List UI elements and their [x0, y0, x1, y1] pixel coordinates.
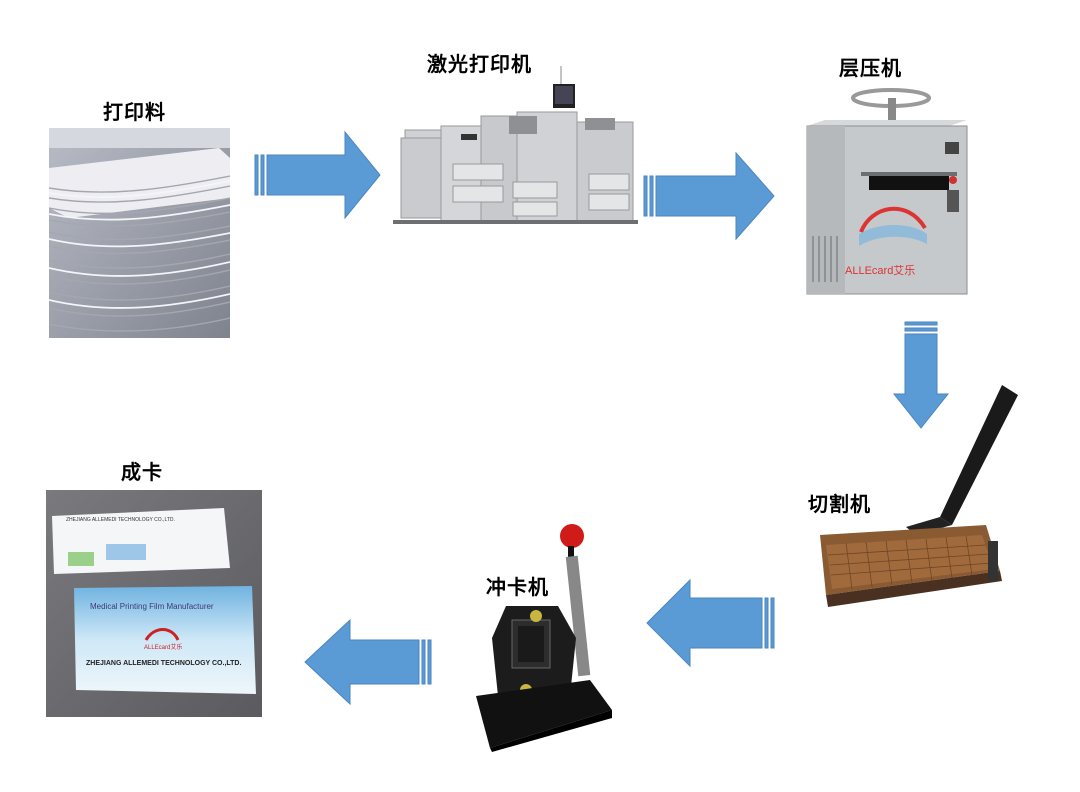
card-bottom-header-text: Medical Printing Film Manufacturer: [90, 602, 214, 611]
label-laser-printer: 激光打印机: [427, 52, 532, 76]
label-cutter: 切割机: [808, 492, 871, 516]
label-laminator: 层压机: [839, 56, 902, 80]
arrow-punch-to-card: [304, 618, 432, 706]
label-paper: 打印料: [103, 100, 166, 124]
label-card-punch: 冲卡机: [486, 575, 549, 599]
finished-card-image: ZHEJIANG ALLEMEDI TECHNOLOGY CO.,LTD. Me…: [46, 490, 262, 717]
laminator-image: ALLEcard艾乐: [799, 86, 969, 296]
paper-cutter-image: [806, 385, 1026, 640]
paper-stack-image: [49, 128, 230, 338]
card-bottom-brand-text: ALLEcard艾乐: [144, 645, 183, 651]
label-finished-card: 成卡: [121, 460, 163, 484]
laminator-brand-text: ALLEcard艾乐: [845, 265, 916, 277]
arrow-printer-to-laminator: [643, 151, 775, 241]
arrow-paper-to-printer: [254, 130, 381, 220]
laser-printer-image: [393, 64, 638, 226]
arrow-cutter-to-punch: [646, 578, 775, 668]
card-top-company-text: ZHEJIANG ALLEMEDI TECHNOLOGY CO.,LTD.: [66, 517, 175, 523]
card-bottom-company-text: ZHEJIANG ALLEMEDI TECHNOLOGY CO.,LTD.: [86, 660, 242, 667]
card-punch-image: [472, 520, 618, 752]
